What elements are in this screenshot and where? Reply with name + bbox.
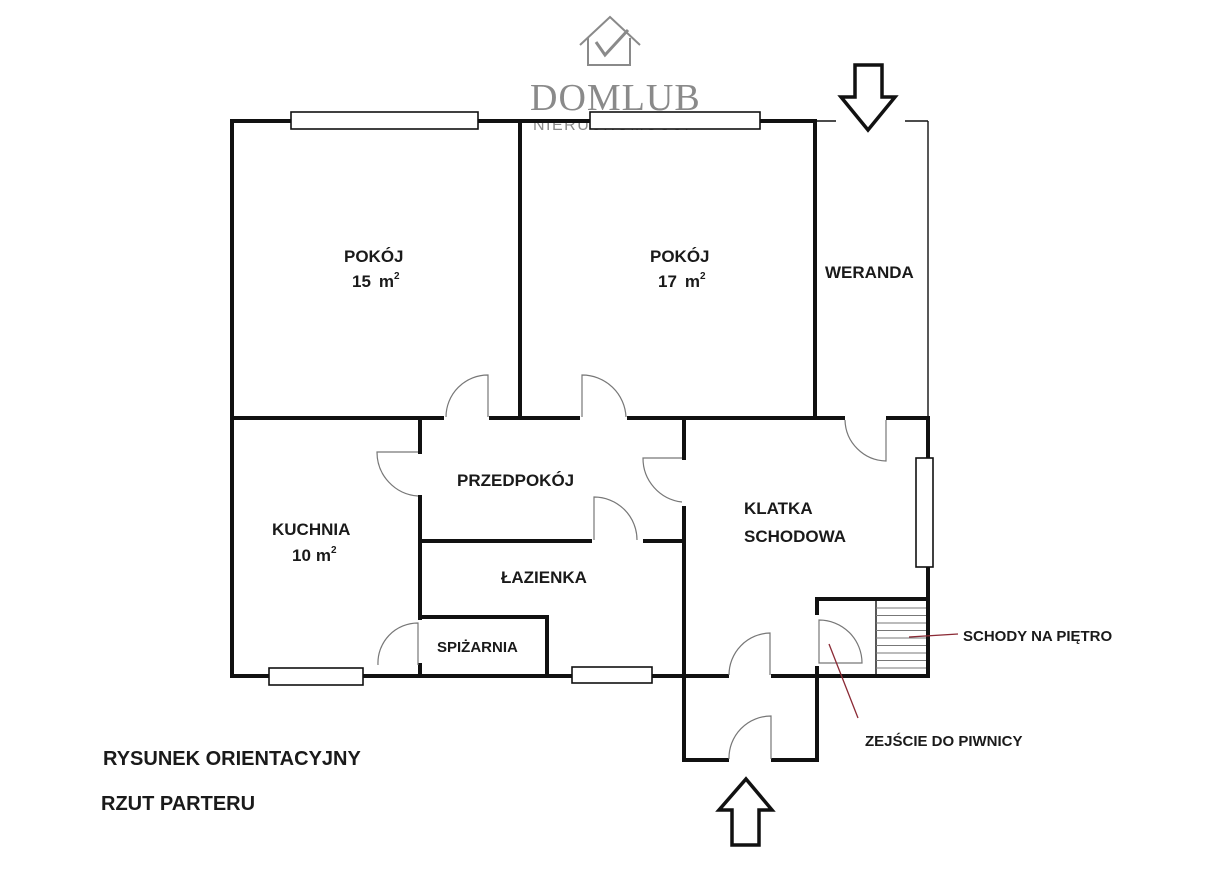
room-name: POKÓJ [344, 247, 404, 266]
stairs [875, 601, 926, 674]
room-przedpokoj: PRZEDPOKÓJ [457, 471, 574, 490]
door [728, 632, 771, 676]
door [844, 419, 887, 462]
room-lazienka: ŁAZIENKA [501, 568, 587, 587]
leader-lines [828, 633, 959, 719]
door [445, 374, 489, 418]
room-name-line2: SCHODOWA [744, 527, 846, 546]
room-name: POKÓJ [650, 247, 710, 266]
room-name-line1: KLATKA [744, 499, 813, 518]
room-weranda: WERANDA [825, 263, 914, 282]
door [818, 619, 863, 664]
basement-label: ZEJŚCIE DO PIWNICY [865, 732, 1023, 750]
room-klatka-schodowa: KLATKA SCHODOWA [744, 499, 846, 546]
window [268, 667, 364, 686]
stairs-up-label: SCHODY NA PIĘTRO [963, 628, 1113, 645]
door [581, 374, 627, 418]
caption-line1: RYSUNEK ORIENTACYJNY [103, 748, 361, 770]
caption-line2: RZUT PARTERU [101, 793, 255, 815]
window [571, 666, 653, 684]
door [593, 496, 638, 541]
windows [268, 111, 934, 686]
entrance-arrow-bottom [715, 776, 776, 847]
room-spizarnia: SPIŻARNIA [437, 639, 518, 656]
house-check-icon [579, 15, 641, 66]
window [915, 457, 934, 568]
veranda-walls [815, 120, 929, 418]
door [376, 451, 419, 497]
door [377, 622, 419, 666]
doors [376, 374, 887, 760]
walls [230, 119, 930, 762]
window [290, 111, 479, 130]
door [642, 457, 683, 503]
window [589, 111, 761, 130]
room-name: KUCHNIA [272, 520, 350, 539]
door [728, 715, 772, 760]
entrance-arrow-top [837, 63, 899, 133]
